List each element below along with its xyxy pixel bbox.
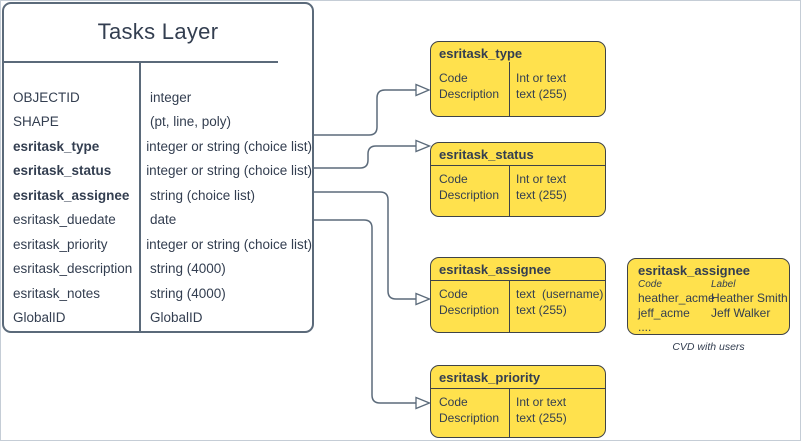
field-name: esritask_notes (13, 285, 101, 301)
code-type: Int or text (516, 172, 567, 186)
table-row: GlobalID GlobalID (4, 306, 312, 331)
table-row: SHAPE (pt, line, poly) (4, 110, 312, 135)
table-rows: OBJECTID integer SHAPE (pt, line, poly) … (4, 85, 312, 330)
type-column: Int or text text (255) (510, 166, 605, 216)
connector-line-priority (313, 219, 416, 404)
domain-box-esritask-assignee: esritask_assignee Code Description text … (430, 257, 606, 333)
arrowhead-right-icon (415, 83, 431, 97)
code-type: text (username) (516, 287, 604, 301)
field-type: integer or string (choice list) (146, 236, 312, 252)
table-row: esritask_status integer or string (choic… (4, 159, 312, 184)
table-row: esritask_duedate date (4, 208, 312, 233)
cvd-user-row: heather_acme Heather Smith (638, 291, 789, 306)
code-label: Code (439, 395, 468, 409)
cvd-user-code: jeff_acme (638, 306, 690, 320)
field-name: OBJECTID (13, 89, 80, 105)
code-column: Code Description (431, 62, 510, 116)
field-type: (pt, line, poly) (150, 114, 232, 130)
cvd-user-row: jeff_acme Jeff Walker (638, 306, 789, 321)
connector-line-status (313, 145, 416, 169)
field-name: esritask_type (13, 138, 100, 154)
field-type: date (150, 212, 177, 228)
description-type: text (255) (516, 187, 567, 202)
field-name: SHAPE (13, 114, 59, 130)
domain-box-esritask-type: esritask_type Code Description Int or te… (430, 41, 606, 117)
table-title: Tasks Layer (97, 19, 219, 44)
domain-box-title: esritask_assignee (431, 258, 605, 281)
domain-box-title: esritask_type (439, 46, 523, 61)
arrowhead-right-icon (415, 139, 432, 153)
field-type: integer or string (choice list) (146, 163, 312, 179)
type-column: Int or text text (255) (510, 389, 605, 437)
table-row: OBJECTID integer (4, 85, 312, 110)
cvd-more-indicator: .... (638, 320, 652, 334)
table-row: esritask_description string (4000) (4, 257, 312, 282)
table-row: esritask_type integer or string (choice … (4, 134, 312, 159)
cvd-box-title: esritask_assignee (638, 263, 751, 278)
field-name: esritask_status (13, 163, 112, 179)
arrowhead-right-icon (415, 292, 432, 306)
domain-box-body: Code Description Int or text text (255) (431, 62, 605, 116)
cvd-header-row: Code Label (638, 279, 789, 291)
domain-box-body: Code Description Int or text text (255) (431, 166, 605, 216)
description-label: Description (439, 187, 500, 202)
code-label: Code (439, 287, 468, 301)
code-column: Code Description (431, 166, 510, 216)
cvd-user-label: Heather Smith (711, 291, 788, 305)
connector-line-type (313, 89, 416, 136)
type-column: Int or text text (255) (510, 65, 605, 116)
description-label: Description (439, 86, 500, 101)
column-divider (139, 62, 141, 331)
description-type: text (255) (516, 302, 567, 317)
domain-box-title: esritask_status (431, 143, 605, 166)
cvd-users-box: esritask_assignee Code Label heather_acm… (627, 258, 790, 335)
code-label: Code (439, 172, 468, 186)
cvd-user-label: Jeff Walker (711, 306, 771, 320)
table-row: esritask_notes string (4000) (4, 281, 312, 306)
domain-box-title: esritask_priority (431, 366, 605, 389)
field-type: string (choice list) (150, 187, 256, 203)
tasks-layer-table: Tasks Layer OBJECTID integer SHAPE (pt, … (2, 2, 314, 333)
domain-box-body: Code Description Int or text text (255) (431, 389, 605, 437)
description-type: text (255) (516, 410, 567, 425)
cvd-label-header: Label (711, 279, 736, 290)
field-type: integer (150, 89, 192, 105)
cvd-code-header: Code (638, 279, 662, 290)
field-name: GlobalID (13, 310, 66, 326)
domain-box-body: Code Description text (username) text (2… (431, 281, 605, 332)
table-row: esritask_assignee string (choice list) (4, 183, 312, 208)
field-type: integer or string (choice list) (146, 138, 312, 154)
field-name: esritask_duedate (13, 212, 116, 228)
domain-box-esritask-status: esritask_status Code Description Int or … (430, 142, 606, 217)
arrowhead-right-icon (415, 396, 432, 410)
field-name: esritask_assignee (13, 187, 130, 203)
connector-line-assignee (313, 191, 416, 300)
table-row: esritask_priority integer or string (cho… (4, 232, 312, 257)
description-label: Description (439, 302, 500, 317)
description-label: Description (439, 410, 500, 425)
field-name: esritask_description (13, 261, 133, 277)
code-label: Code (439, 71, 468, 85)
cvd-user-code: heather_acme (638, 291, 715, 305)
code-type: Int or text (516, 71, 567, 85)
field-type: string (4000) (150, 285, 226, 301)
field-type: GlobalID (150, 310, 203, 326)
type-column: text (username) text (255) (510, 281, 605, 332)
field-type: string (4000) (150, 261, 226, 277)
code-column: Code Description (431, 389, 510, 437)
cvd-caption: CVD with users (672, 341, 745, 353)
code-column: Code Description (431, 281, 510, 332)
field-name: esritask_priority (13, 236, 108, 252)
domain-box-esritask-priority: esritask_priority Code Description Int o… (430, 365, 606, 438)
code-type: Int or text (516, 395, 567, 409)
description-type: text (255) (516, 86, 567, 101)
